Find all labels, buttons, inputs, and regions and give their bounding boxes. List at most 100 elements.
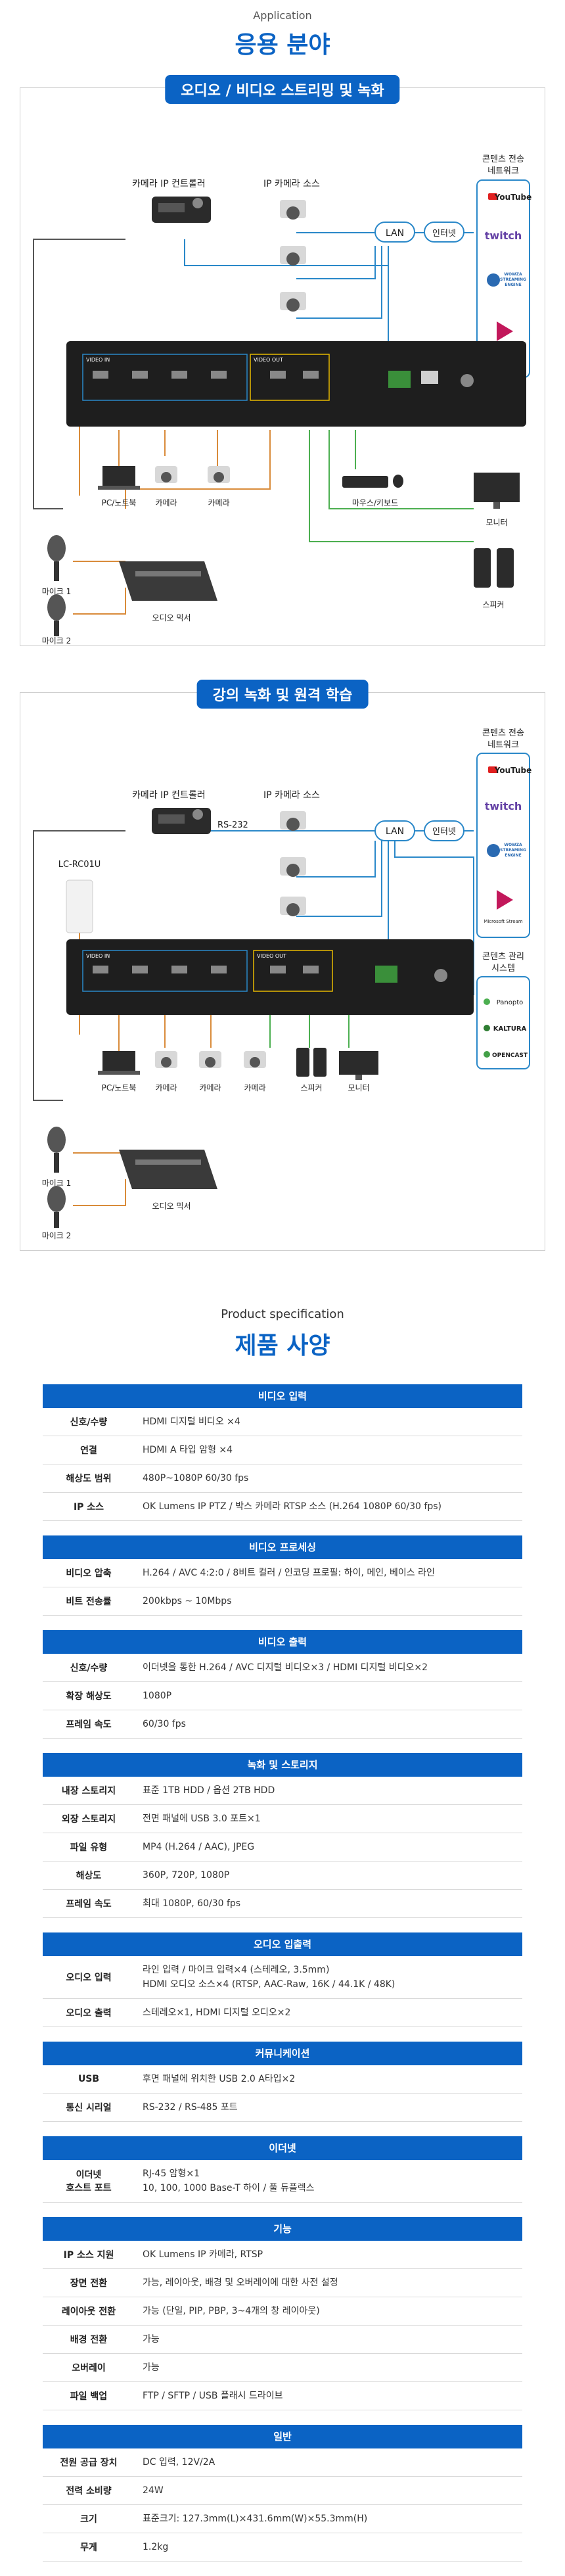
spec-section-title: 일반	[43, 2425, 522, 2448]
spec-value: 60/30 fps	[135, 1710, 522, 1738]
content-mgmt-panel: Panopto KALTURA OPENCAST	[476, 976, 530, 1069]
svg-text:STREAMING: STREAMING	[500, 848, 526, 853]
microphone-icon	[47, 1186, 66, 1228]
internet-node: 인터넷	[424, 820, 464, 841]
streaming-device: VIDEO IN VIDEO OUT	[66, 939, 474, 1015]
lan-node: LAN	[374, 222, 415, 243]
pc-laptop-label: PC/노트북	[102, 498, 137, 507]
spec-value: 표준크기: 127.3mm(L)×431.6mm(W)×55.3mm(H)	[135, 2505, 522, 2533]
camera-icon	[155, 1051, 177, 1068]
controller-model-label: LC-RC01U	[58, 860, 101, 870]
spec-label: 신호/수량	[70, 1663, 108, 1674]
spec-value-line: 24W	[143, 2485, 164, 2496]
spec-row: 전력 소비량 24W	[43, 2477, 522, 2505]
diagram2-banner: 강의 녹화 및 원격 학습	[196, 680, 369, 709]
stream-icon	[497, 890, 513, 910]
spec-row: 비트 전송률 200kbps ~ 10Mbps	[43, 1587, 522, 1616]
spec-value: 후면 패널에 위치한 USB 2.0 A타입×2	[135, 2065, 522, 2093]
spec-value: RS-232 / RS-485 포트	[135, 2094, 522, 2121]
svg-text:STREAMING: STREAMING	[500, 277, 526, 282]
spec-label: 프레임 속도	[66, 1720, 112, 1730]
spec-row: 파일 백업 FTP / SFTP / USB 플래시 드라이브	[43, 2382, 522, 2410]
pc-laptop-label: PC/노트북	[102, 1083, 137, 1092]
spec-value-line: 1080P	[143, 1691, 172, 1701]
spec-label: 파일 백업	[70, 2391, 108, 2402]
audio-mixer-label: 오디오 믹서	[152, 1202, 191, 1211]
ip-camera-source-label: IP 카메라 소스	[263, 179, 320, 189]
audio-mixer-icon	[119, 1150, 217, 1189]
microphone-icon	[47, 594, 66, 636]
camera2-label: 카메라	[199, 1083, 221, 1092]
streaming-device: VIDEO IN VIDEO OUT	[66, 341, 526, 427]
camera-icon	[199, 1051, 221, 1068]
spec-value: 라인 입력 / 마이크 입력×4 (스테레오, 3.5mm)HDMI 오디오 소…	[135, 1956, 522, 1998]
spec-value: 1.2kg	[135, 2533, 522, 2561]
spec-label: IP 소스 지원	[63, 2250, 114, 2260]
spec-value-line: 전면 패널에 USB 3.0 포트×1	[143, 1814, 261, 1824]
spec-label: 해상도 범위	[66, 1474, 112, 1484]
camera1-label: 카메라	[155, 498, 177, 507]
spec-label: 내장 스토리지	[61, 1786, 116, 1796]
spec-section-title: 비디오 입력	[43, 1384, 522, 1408]
svg-text:Microsoft Stream: Microsoft Stream	[484, 919, 523, 924]
spec-value-line: 200kbps ~ 10Mbps	[143, 1596, 232, 1606]
spec-value-line: FTP / SFTP / USB 플래시 드라이브	[143, 2391, 283, 2401]
spec-value-line: 가능 (단일, PIP, PBP, 3~4개의 창 레이아웃)	[143, 2306, 320, 2316]
spec-value-line: DC 입력, 12V/2A	[143, 2457, 215, 2468]
spec-label: 오디오 입력	[66, 1973, 112, 1983]
spec-value-line: 480P~1080P 60/30 fps	[143, 1473, 249, 1484]
content-network-label-line2: 네트워크	[487, 166, 519, 176]
speaker-label: 스피커	[300, 1083, 322, 1092]
camera-icon	[155, 466, 177, 483]
spec-label: 배경 전환	[70, 2335, 108, 2345]
spec-value-line: 스테레오×1, HDMI 디지털 오디오×2	[143, 2007, 291, 2018]
spec-label: 해상도	[76, 1871, 102, 1881]
svg-text:YouTube: YouTube	[494, 766, 532, 775]
spec-label: 비트 전송률	[66, 1597, 112, 1607]
spec-label: 무게	[80, 2542, 97, 2553]
speaker-icon	[296, 1048, 327, 1077]
svg-text:VIDEO OUT: VIDEO OUT	[254, 357, 283, 363]
spec-value: 스테레오×1, HDMI 디지털 오디오×2	[135, 1999, 522, 2026]
spec-eyebrow: Product specification	[221, 1307, 344, 1321]
diagram-lecture-recording: 강의 녹화 및 원격 학습	[20, 680, 545, 1251]
application-eyebrow: Application	[253, 9, 312, 22]
audio-mixer-icon	[119, 561, 217, 601]
spec-value: DC 입력, 12V/2A	[135, 2448, 522, 2476]
spec-value-line: 후면 패널에 위치한 USB 2.0 A타입×2	[143, 2074, 296, 2084]
camera2-label: 카메라	[208, 498, 229, 507]
svg-text:VIDEO IN: VIDEO IN	[86, 357, 110, 363]
spec-value: 표준 1TB HDD / 옵션 2TB HDD	[135, 1777, 522, 1804]
svg-text:LAN: LAN	[386, 228, 404, 239]
content-network-label-line2: 네트워크	[487, 740, 519, 750]
spec-value-line: OK Lumens IP PTZ / 박스 카메라 RTSP 소스 (H.264…	[143, 1501, 441, 1512]
spec-label: 파일 유형	[70, 1842, 108, 1853]
content-mgmt-label-line1: 콘텐츠 관리	[482, 952, 524, 962]
rs232-label: RS-232	[217, 820, 248, 830]
application-header: Application 응용 분야	[0, 0, 565, 60]
lan-node: LAN	[374, 820, 415, 841]
spec-value: 전면 패널에 USB 3.0 포트×1	[135, 1805, 522, 1833]
spec-label: 전력 소비량	[66, 2486, 112, 2496]
speaker-label: 스피커	[482, 600, 504, 609]
spec-value-line: HDMI 오디오 소스×4 (RTSP, AAC-Raw, 16K / 44.1…	[143, 1979, 395, 1990]
rc01u-device-icon	[66, 879, 93, 933]
spec-value: 360P, 720P, 1080P	[135, 1862, 522, 1889]
spec-value-line: 360P, 720P, 1080P	[143, 1870, 230, 1881]
spec-value-line: 10, 100, 1000 Base-T 하이 / 풀 듀플렉스	[143, 2183, 315, 2193]
ip-camera-icon	[280, 857, 306, 877]
spec-section-title: 비디오 출력	[43, 1630, 522, 1654]
spec-value: HDMI A 타입 암형 ×4	[135, 1436, 522, 1464]
diagram2-svg: 카메라 IP 컨트롤러 RS-232 IP 카메라 소스 LAN 인터넷	[33, 728, 532, 1240]
